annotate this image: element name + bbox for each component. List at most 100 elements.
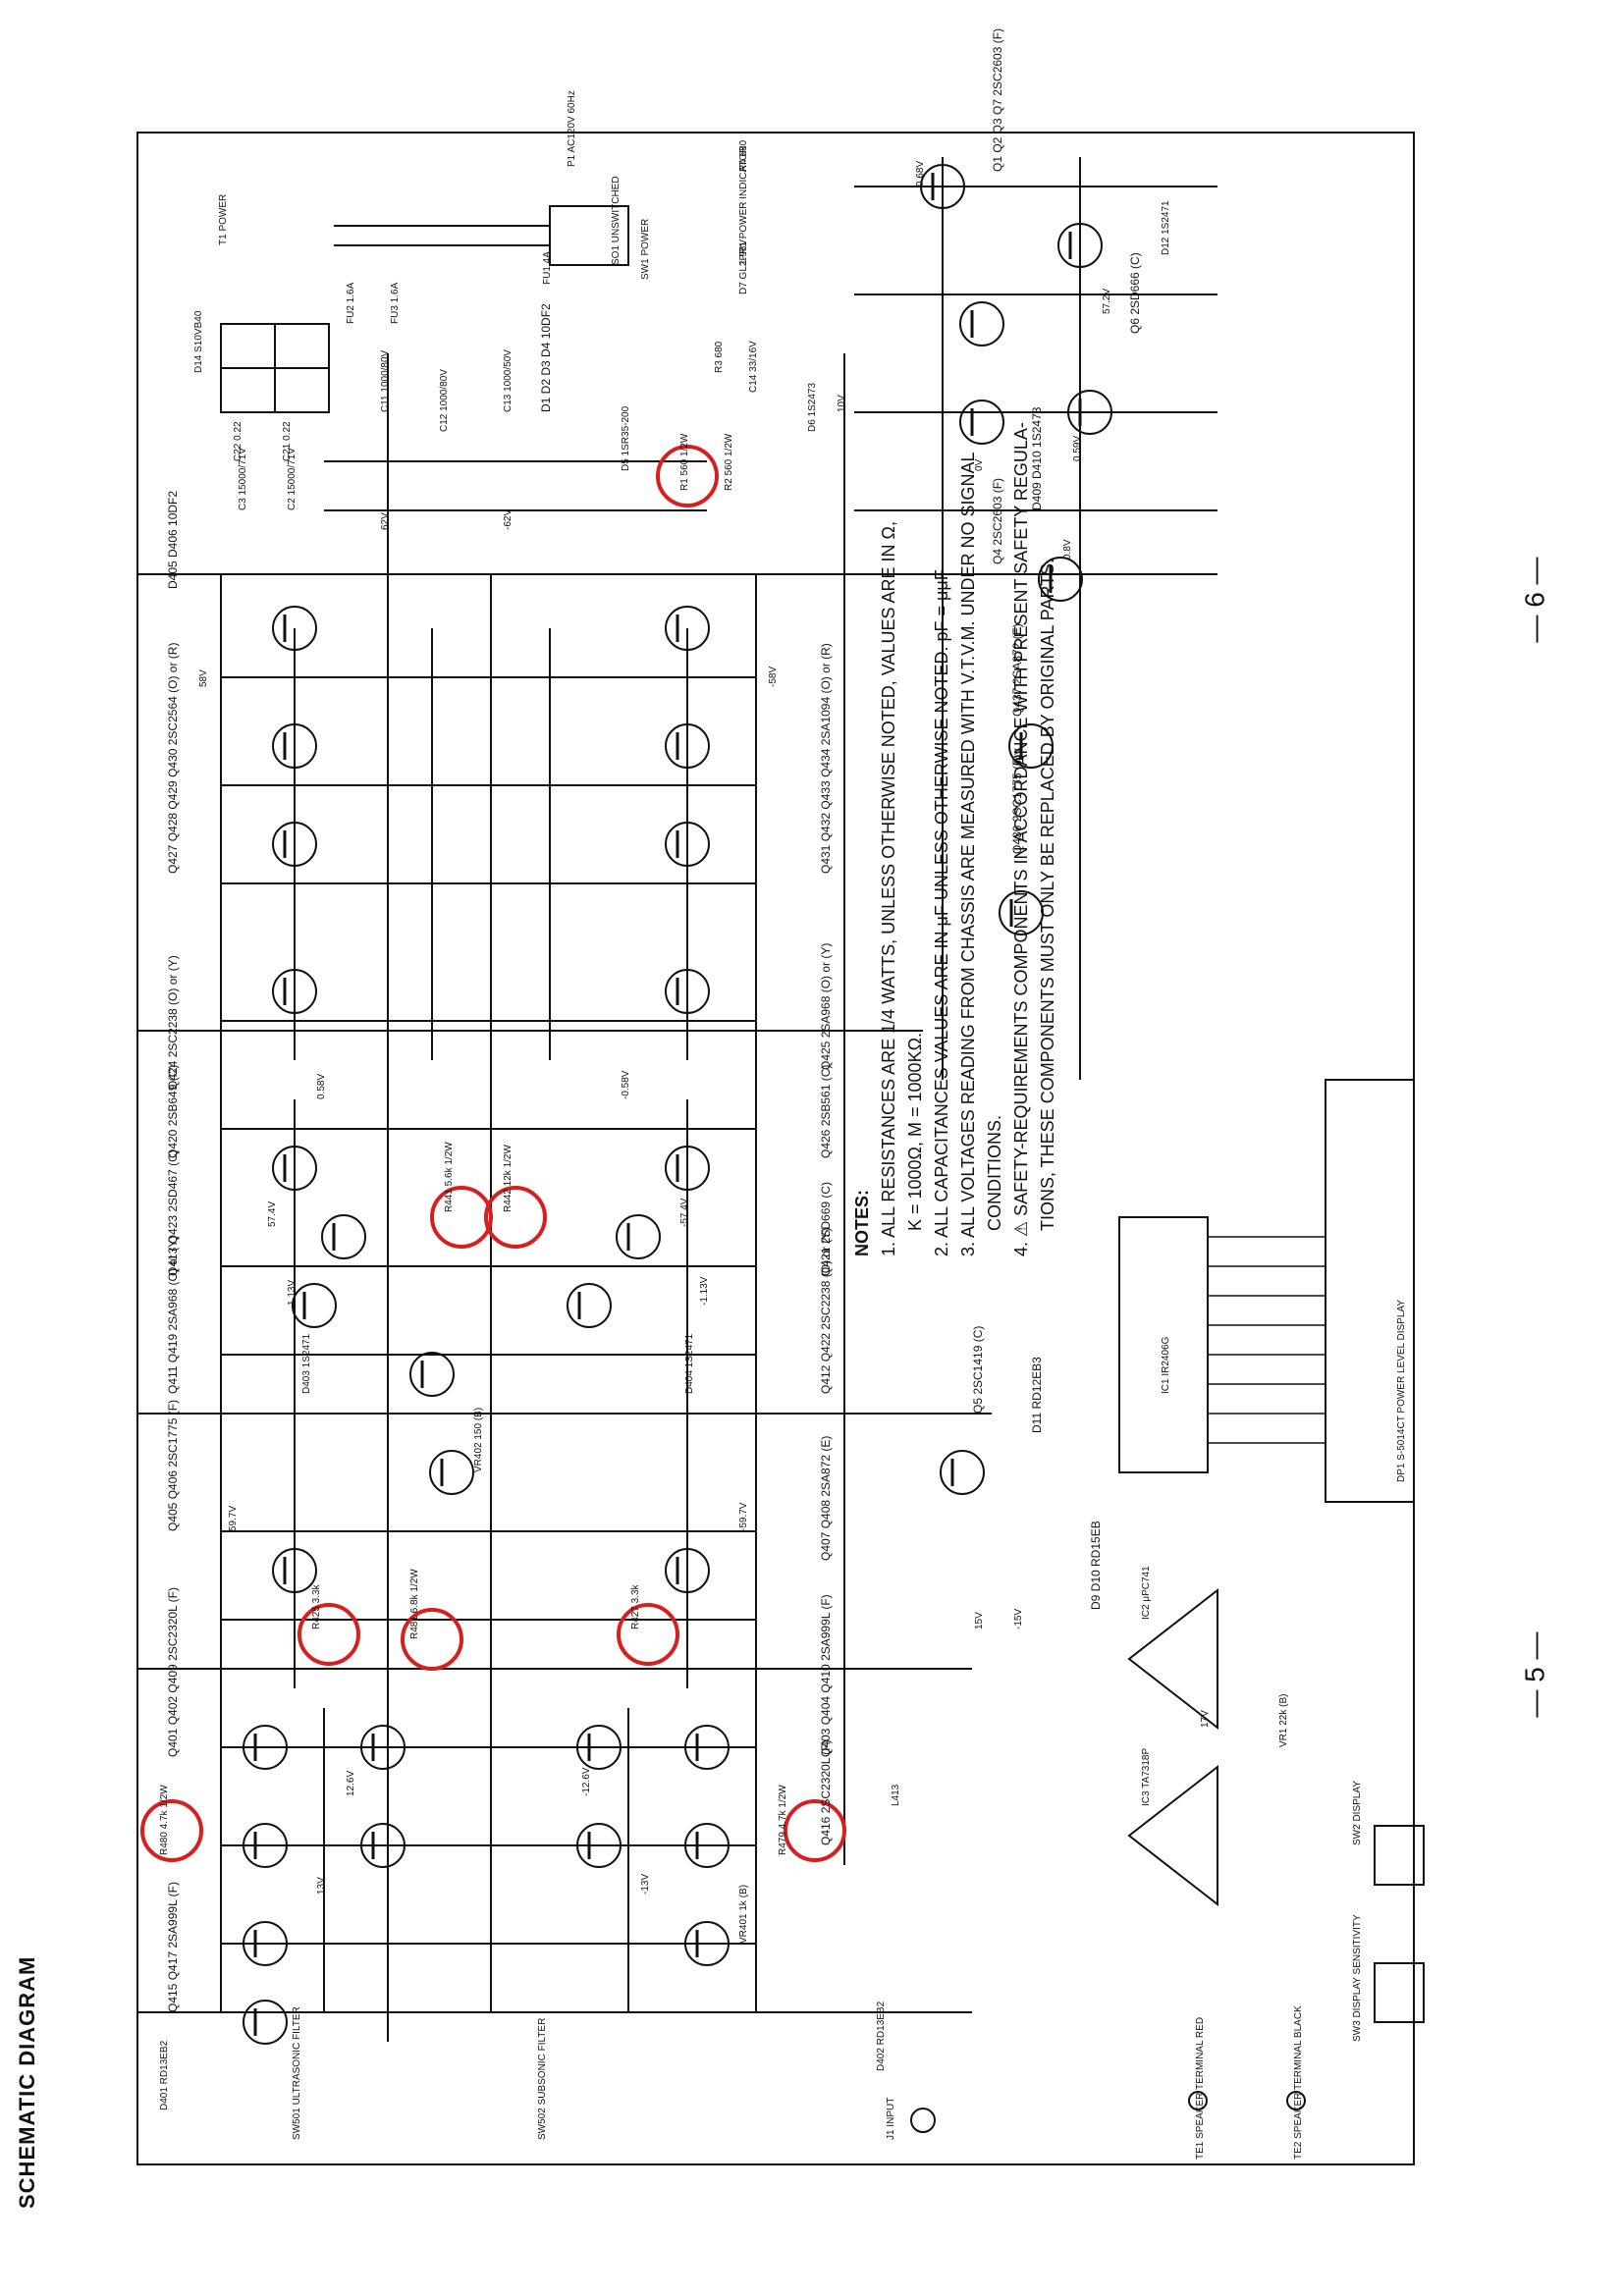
transistor-symbol xyxy=(243,1725,288,1770)
highlight-circle-r442 xyxy=(484,1186,547,1249)
component-label: R480 4.7k 1/2W xyxy=(159,1785,170,1855)
transistor-group-label: Q4 2SC2603 (F) xyxy=(991,478,1004,564)
ic3-opamp xyxy=(1127,1764,1218,1907)
transistor-group-label: Q436 2SC1775 (F) xyxy=(1010,755,1024,854)
component-label: D402 RD13EB2 xyxy=(876,2001,887,2071)
transistor-group-label: Q6 2SD666 (C) xyxy=(1128,252,1142,334)
transistor-group-label: Q437 2SA872 (E) xyxy=(1010,623,1024,717)
transistor-symbol xyxy=(292,1283,337,1328)
transistor-group-label: Q426 2SB561 (C) xyxy=(819,1065,833,1158)
highlight-circle-r481 xyxy=(401,1608,463,1671)
transistor-symbol xyxy=(567,1283,612,1328)
transistor-symbol xyxy=(1067,390,1112,435)
notes-line-2: K = 1000Ω, M = 1000KΩ. xyxy=(905,1032,925,1231)
notes-heading: NOTES: xyxy=(852,1189,872,1256)
transistor-group-label: Q425 2SA968 (O) or (Y) xyxy=(819,943,833,1070)
notes-line-6: 4. ⚠ SAFETY-REQUIREMENTS COMPONENTS IN A… xyxy=(1011,422,1031,1256)
component-label: L413 xyxy=(891,1784,901,1806)
transistor-group-label: D409 D410 1S2473 xyxy=(1030,406,1044,510)
voltage-label: 1.13V xyxy=(287,1280,298,1306)
transistor-symbol xyxy=(243,1921,288,1966)
input-stage xyxy=(221,1708,756,2012)
component-label: J1 INPUT xyxy=(886,2098,896,2140)
voltage-label: -12.6V xyxy=(581,1767,592,1796)
voltage-label: 59.7V xyxy=(228,1506,239,1531)
component-label: R442 12k 1/2W xyxy=(503,1145,514,1212)
ic2-opamp xyxy=(1127,1587,1218,1731)
transistor-symbol xyxy=(665,606,710,651)
component-label: T1 POWER xyxy=(218,194,229,245)
component-label: IC2 μPC741 xyxy=(1141,1566,1152,1620)
component-label: IC3 TA7318P xyxy=(1141,1748,1152,1806)
component-label: FU1 4A xyxy=(542,251,553,285)
transistor-group-label: Q413 Q423 2SD467 (C) xyxy=(166,1149,180,1276)
voltage-label: -13V xyxy=(640,1874,651,1895)
component-label: R1 560 1/2W xyxy=(679,433,690,491)
voltage-label: 57.2V xyxy=(1102,289,1112,314)
transistor-group-label: Q416 2SC2320L (F) xyxy=(819,1739,833,1845)
transistor-group-label: D405 D406 10DF2 xyxy=(166,491,180,589)
highlight-circle-r425 xyxy=(298,1603,360,1666)
transistor-symbol xyxy=(360,1823,406,1868)
component-label: C12 1000/80V xyxy=(439,369,450,432)
component-label: SW501 ULTRASONIC FILTER xyxy=(292,2006,302,2140)
voltage-label: -1.13V xyxy=(699,1276,710,1306)
transistor-symbol xyxy=(940,1450,985,1495)
transistor-group-label: Q403 Q404 Q410 2SA999L (F) xyxy=(819,1594,833,1757)
notes-line-1: 1. ALL RESISTANCES ARE 1/4 WATTS, UNLESS… xyxy=(879,521,898,1256)
transistor-symbol xyxy=(409,1352,455,1397)
transistor-symbol xyxy=(959,301,1004,347)
highlight-circle-r1 xyxy=(656,445,719,507)
highlight-circle-r480 xyxy=(140,1799,203,1862)
component-label: SW502 SUBSONIC FILTER xyxy=(537,2018,548,2140)
transistor-symbol xyxy=(272,1146,317,1191)
component-label: C3 15000/71V xyxy=(238,448,248,510)
transistor-group-label: Q1 Q2 Q3 Q7 2SC2603 (F) xyxy=(991,28,1004,172)
transistor-symbol xyxy=(665,822,710,867)
sheet-title: SCHEMATIC DIAGRAM xyxy=(15,1955,39,2209)
transistor-group-label: D1 D2 D3 D4 10DF2 xyxy=(539,303,553,412)
transistor-symbol xyxy=(1057,223,1103,268)
transistor-group-label: Q401 Q402 Q409 2SC2320L (F) xyxy=(166,1587,180,1757)
voltage-label: -57.4V xyxy=(679,1198,690,1227)
component-label: C11 1000/80V xyxy=(380,349,391,412)
transistor-symbol xyxy=(576,1823,622,1868)
transistor-symbol xyxy=(321,1214,366,1259)
te1-terminal xyxy=(1188,2091,1208,2110)
component-label: R479 4.7k 1/2W xyxy=(778,1785,788,1855)
component-label: R441 5.6k 1/2W xyxy=(444,1142,455,1212)
component-label: R3 680 xyxy=(714,341,725,373)
output-stage xyxy=(221,628,756,1060)
transistor-group-label: Q424 2SC2238 (O) or (Y) xyxy=(166,955,180,1090)
component-label: C22 0.22 xyxy=(233,421,243,461)
component-label: D5 1SR35-200 xyxy=(621,405,631,471)
component-label: C13 1000/50V xyxy=(503,349,514,412)
voltage-label: 0.58V xyxy=(316,1074,327,1099)
j1-input-jack xyxy=(910,2108,936,2133)
component-label: FU3 1.6A xyxy=(390,282,401,324)
transistor-symbol xyxy=(1008,723,1054,769)
transistor-group-label: Q411 Q419 2SA968 (O) or (Y) xyxy=(166,1236,180,1394)
transistor-group-label: Q431 Q432 Q433 Q434 2SA1094 (O) or (R) xyxy=(819,643,833,874)
component-label: TE1 SPEAKER TERMINAL RED xyxy=(1195,2017,1206,2160)
notes-line-3: 2. ALL CAPACITANCES VALUES ARE IN μF UNL… xyxy=(932,569,951,1256)
transistor-symbol xyxy=(684,1921,730,1966)
transistor-symbol xyxy=(959,400,1004,445)
voltage-label: -0.58V xyxy=(621,1070,631,1099)
transistor-group-label: Q407 Q408 2SA872 (E) xyxy=(819,1436,833,1561)
transistor-group-label: Q420 2SB649 (C) xyxy=(166,1065,180,1158)
highlight-circle-r427 xyxy=(617,1603,679,1666)
transistor-symbol xyxy=(999,890,1044,935)
transistor-group-label: D11 RD12EB3 xyxy=(1030,1357,1044,1433)
component-label: D14 S10VB40 xyxy=(193,310,204,373)
component-label: TE2 SPEAKER TERMINAL BLACK xyxy=(1293,2005,1304,2160)
page-number-right: — 6 — xyxy=(1519,557,1550,643)
voltage-label: 58V xyxy=(198,669,209,687)
voltage-label: -15V xyxy=(1013,1609,1024,1629)
transistor-group-label: Q405 Q406 2SC1775 (F) xyxy=(166,1400,180,1531)
transistor-group-label: Q412 Q422 2SC2238 (O) or (Y) xyxy=(819,1228,833,1394)
component-label: SW3 DISPLAY SENSITIVITY xyxy=(1352,1914,1363,2042)
regulator-section xyxy=(854,157,1217,1080)
voltage-label: -58V xyxy=(768,667,779,687)
voltage-label: 15V xyxy=(974,1612,985,1629)
